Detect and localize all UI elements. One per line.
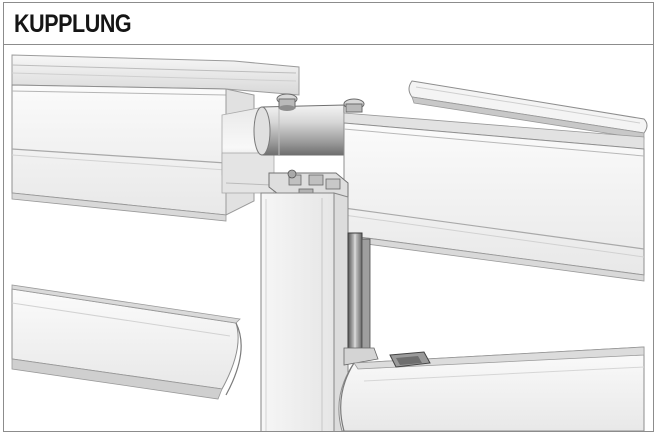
right-upper-profile — [343, 112, 645, 282]
connector-sleeve — [253, 93, 365, 156]
coupling-illustration — [4, 45, 653, 431]
coupling-tube — [221, 106, 275, 194]
right-lower-profile — [338, 346, 645, 431]
page-title: KUPPLUNG — [14, 10, 132, 38]
vertical-post — [260, 169, 349, 431]
guide-rail — [343, 232, 379, 366]
title-bar: KUPPLUNG — [4, 3, 653, 45]
document-frame: KUPPLUNG — [3, 2, 654, 432]
right-top-rail — [408, 80, 648, 140]
left-lower-profile — [11, 284, 242, 400]
